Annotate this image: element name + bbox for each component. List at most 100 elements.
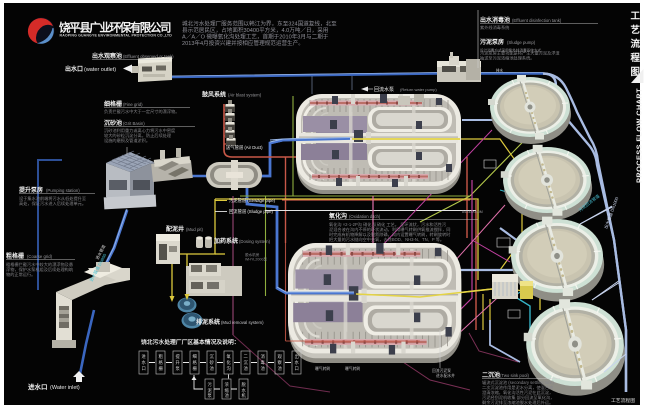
svg-text:(Return water pump): (Return water pump)	[400, 87, 437, 92]
svg-text:艺: 艺	[631, 24, 641, 36]
svg-text:流: 流	[631, 38, 641, 50]
svg-text:WHYL2000型: WHYL2000型	[245, 257, 267, 262]
svg-text:提: 提	[176, 353, 181, 360]
svg-text:(Effluent observed or tank): (Effluent observed or tank)	[123, 54, 174, 59]
svg-text:设于集水池前端将污水从低处提升至: 设于集水池前端将污水从低处提升至	[19, 195, 86, 202]
svg-text:氧: 氧	[227, 353, 232, 360]
svg-text:饶北污水处理厂厂区基本情况及说明：: 饶北污水处理厂厂区基本情况及说明：	[141, 338, 240, 346]
svg-text:进: 进	[142, 353, 147, 360]
svg-text:排水: 排水	[496, 68, 504, 73]
svg-text:池: 池	[210, 365, 215, 371]
svg-text:曝气转刷: 曝气转刷	[345, 366, 360, 371]
svg-text:PROCESS FLOW CHART: PROCESS FLOW CHART	[635, 88, 644, 183]
svg-text:氧化沟: 氧化沟	[328, 212, 347, 220]
svg-text:(Water inlet): (Water inlet)	[50, 385, 80, 391]
svg-text:鼓风系统: 鼓风系统	[202, 91, 226, 99]
svg-text:缩: 缩	[225, 387, 230, 394]
svg-text:图: 图	[631, 67, 641, 78]
svg-text:负责拦截污水中大于一定尺寸的漂浮物。: 负责拦截污水中大于一定尺寸的漂浮物。	[104, 108, 179, 115]
svg-text:脱水机房: 脱水机房	[245, 252, 260, 257]
svg-text:回流水泵: 回流水泵	[374, 86, 394, 93]
svg-text:程: 程	[631, 52, 641, 64]
svg-text:工: 工	[631, 11, 641, 22]
svg-text:细格栅: 细格栅	[104, 100, 122, 108]
svg-text:池: 池	[225, 392, 230, 398]
svg-text:(Two sink pool): (Two sink pool)	[500, 373, 529, 378]
svg-text:较大的砂粒沉淀分离，防止后续处理: 较大的砂粒沉淀分离，防止后续处理	[104, 132, 172, 139]
svg-text:格: 格	[193, 359, 198, 366]
svg-text:沉: 沉	[210, 353, 215, 360]
svg-text:格: 格	[159, 359, 164, 366]
svg-text:栅: 栅	[159, 365, 164, 372]
svg-text:察: 察	[278, 359, 283, 365]
svg-text:池: 池	[244, 365, 249, 371]
svg-text:RAOPING GUANGYE ENVIRONMENTAL: RAOPING GUANGYE ENVIRONMENTAL PROTECTION…	[60, 34, 173, 38]
svg-text:消: 消	[261, 353, 266, 360]
svg-text:细: 细	[193, 353, 197, 360]
svg-text:污泥管道 (Sewage pipe): 污泥管道 (Sewage pipe)	[229, 197, 276, 204]
svg-text:泥: 泥	[208, 387, 213, 394]
svg-text:泵: 泵	[208, 393, 213, 398]
svg-text:A／A／O 微曝氧化沟处理工艺，首期于2010年3月与二期于: A／A／O 微曝氧化沟处理工艺，首期于2010年3月与二期于	[182, 33, 329, 41]
svg-text:(Dosing system): (Dosing system)	[239, 239, 271, 244]
svg-text:紫外线消毒系统: 紫外线消毒系统	[480, 24, 509, 31]
svg-text:澄清浓缩，氧化沟活性污泥在此沉淀，: 澄清浓缩，氧化沟活性污泥在此沉淀，	[482, 389, 553, 396]
svg-text:(Grit Basin): (Grit Basin)	[123, 121, 145, 126]
svg-text:栅: 栅	[193, 365, 198, 372]
svg-text:污泥泵房主要功能是将产生大量污泥及浮渣: 污泥泵房主要功能是将产生大量污泥及浮渣	[480, 50, 560, 57]
svg-text:时完成有机物降解以及脱氮除磷。沟内设置曝气转刷，转刷旋转时: 时完成有机物降解以及脱氮除磷。沟内设置曝气转刷，转刷旋转时	[329, 231, 451, 238]
svg-text:沉: 沉	[244, 359, 249, 366]
svg-text:脱: 脱	[242, 381, 247, 388]
svg-text:污泥经刮泥机收集 部分回流至氧化沟，: 污泥经刮泥机收集 部分回流至氧化沟，	[482, 394, 554, 401]
svg-text:泥混合液在沟内不停的环状流动，利用曝气转刷供氧推流搅拌，同: 泥混合液在沟内不停的环状流动，利用曝气转刷供氧推流搅拌，同	[329, 226, 450, 233]
svg-text:高处，保证污水进入后续处理单元。: 高处，保证污水进入后续处理单元。	[19, 200, 86, 207]
svg-text:粗格栅: 粗格栅	[6, 252, 24, 260]
svg-text:84X44X5.0M: 84X44X5.0M	[462, 210, 483, 214]
svg-text:回流管道 (Sludge pipe): 回流管道 (Sludge pipe)	[229, 208, 274, 215]
svg-text:浓: 浓	[225, 381, 230, 388]
svg-text:出水口: 出水口	[65, 65, 83, 73]
svg-text:水: 水	[142, 359, 147, 365]
svg-text:进水配水井: 进水配水井	[436, 373, 455, 378]
svg-text:沉砂池利用重力或离心力将污水中密度: 沉砂池利用重力或离心力将污水中密度	[104, 127, 176, 134]
svg-text:粗: 粗	[159, 353, 164, 360]
svg-text:粗格栅拦截污水中较大的漂浮物及悬: 粗格栅拦截污水中较大的漂浮物及悬	[6, 261, 73, 268]
svg-text:二次沉淀池作用是泥水分离，使混合液: 二次沉淀池作用是泥水分离，使混合液	[482, 384, 554, 391]
svg-text:二: 二	[244, 354, 249, 359]
svg-text:(water outlet): (water outlet)	[84, 67, 116, 73]
svg-text:出水消毒池: 出水消毒池	[480, 16, 510, 24]
svg-text:氧化沟 ×2-1-2P沟 硝化 反硝化 工艺。 呈环流: 氧化沟 ×2-1-2P沟 硝化 反硝化 工艺。 呈环流状，污水和活性污	[329, 221, 446, 228]
svg-text:(Oxidation ditch): (Oxidation ditch)	[349, 214, 381, 219]
svg-text:(Fine grid): (Fine grid)	[123, 102, 143, 107]
svg-text:出水观察池: 出水观察池	[92, 52, 122, 60]
svg-text:提升泵房: 提升泵房	[19, 186, 43, 194]
svg-text:泵: 泵	[176, 366, 181, 371]
svg-text:饶平县广业环保有限公司: 饶平县广业环保有限公司	[59, 21, 171, 35]
svg-text:把大量的污水抛向空中充氧，去除BOD、NH3-N、TN、P: 把大量的污水抛向空中充氧，去除BOD、NH3-N、TN、P 等。	[329, 236, 444, 243]
svg-text:池: 池	[261, 365, 266, 371]
svg-text:配泥井: 配泥井	[166, 225, 184, 233]
svg-text:(Effluent disinfection tank): (Effluent disinfection tank)	[512, 18, 562, 23]
svg-text:出: 出	[295, 353, 299, 360]
svg-text:进水口: 进水口	[28, 382, 48, 391]
svg-text:水: 水	[242, 387, 247, 393]
svg-text:浮物，保护水泵机组及后续处理构筑: 浮物，保护水泵机组及后续处理构筑	[6, 266, 74, 273]
svg-text:剩余污泥排至浓缩池脱水处理后外运。: 剩余污泥排至浓缩池脱水处理后外运。	[482, 399, 553, 406]
svg-text:化: 化	[227, 359, 232, 366]
svg-text:毒: 毒	[261, 359, 266, 366]
svg-text:城北污水处理厂服务范围以韩江为界，东至324国道复线，北至: 城北污水处理厂服务范围以韩江为界，东至324国道复线，北至	[182, 20, 337, 28]
svg-text:沟: 沟	[227, 365, 231, 372]
svg-text:抽送至污泥浓缩池处理系统。: 抽送至污泥浓缩池处理系统。	[480, 55, 534, 62]
svg-text:二沉池: 二沉池	[482, 371, 500, 379]
svg-text:(Mud removal system): (Mud removal system)	[221, 320, 264, 325]
svg-text:设计消毒方式采用紫外线消毒系统方式。: 设计消毒方式采用紫外线消毒系统方式。	[480, 48, 545, 53]
svg-text:(Air blast system): (Air blast system)	[228, 93, 262, 98]
svg-text:回流污泥泵: 回流污泥泵	[432, 368, 451, 373]
svg-text:排泥系统: 排泥系统	[196, 318, 220, 326]
svg-text:口: 口	[295, 366, 299, 371]
svg-text:口: 口	[142, 366, 146, 371]
svg-text:升: 升	[176, 359, 181, 366]
svg-text:曝气转刷: 曝气转刷	[315, 366, 330, 371]
svg-text:污泥泵房: 污泥泵房	[480, 38, 504, 46]
svg-text:水: 水	[295, 359, 300, 365]
